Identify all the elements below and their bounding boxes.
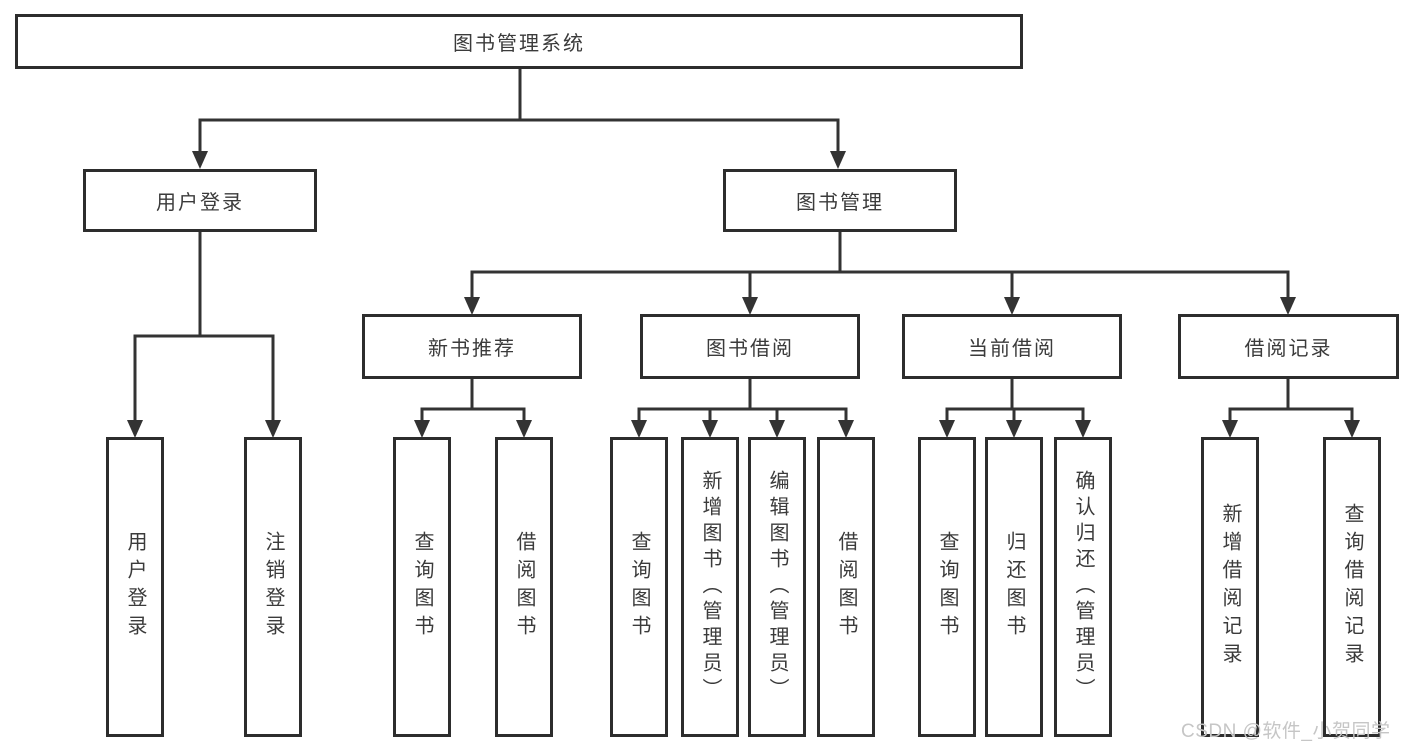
- leaf-borrow-book: 借阅图书: [817, 437, 875, 737]
- connector-new-book-recommend: [420, 379, 526, 420]
- arrowhead-down-icon: [939, 420, 955, 438]
- node-current-borrow-label: 当前借阅: [968, 338, 1056, 360]
- connector-borrow-record: [1228, 379, 1354, 420]
- connector-book-management: [470, 232, 1290, 298]
- node-borrow-record-label: 借阅记录: [1244, 338, 1333, 360]
- arrowhead-down-icon: [127, 420, 143, 438]
- leaf-logout: 注销登录: [244, 437, 302, 737]
- arrowhead-down-icon: [1344, 420, 1360, 438]
- arrowhead-down-icon: [464, 297, 480, 315]
- node-new-book-recommend-label: 新书推荐: [428, 338, 516, 360]
- node-borrow-record: 借阅记录: [1178, 314, 1399, 379]
- leaf-current-confirm-admin: 确认归还（管理员）: [1054, 437, 1112, 737]
- leaf-newbook-borrow: 借阅图书: [495, 437, 553, 737]
- arrowhead-down-icon: [830, 151, 846, 169]
- arrowhead-down-icon: [1006, 420, 1022, 438]
- watermark: CSDN @软件_小贺同学: [1181, 721, 1391, 742]
- node-user-login: 用户登录: [83, 169, 317, 232]
- node-root: 图书管理系统: [15, 14, 1023, 69]
- arrowhead-down-icon: [742, 297, 758, 315]
- arrowhead-down-icon: [702, 420, 718, 438]
- arrowhead-down-icon: [414, 420, 430, 438]
- arrowhead-down-icon: [769, 420, 785, 438]
- arrowhead-down-icon: [265, 420, 281, 438]
- leaf-current-query: 查询图书: [918, 437, 976, 737]
- node-book-management: 图书管理: [723, 169, 957, 232]
- leaf-record-add: 新增借阅记录: [1201, 437, 1259, 737]
- arrowhead-down-icon: [1004, 297, 1020, 315]
- arrowhead-down-icon: [516, 420, 532, 438]
- node-new-book-recommend: 新书推荐: [362, 314, 582, 379]
- leaf-borrow-edit-admin: 编辑图书（管理员）: [748, 437, 806, 737]
- node-book-borrow: 图书借阅: [640, 314, 860, 379]
- leaf-user-login: 用户登录: [106, 437, 164, 737]
- node-book-borrow-label: 图书借阅: [706, 338, 794, 360]
- leaf-record-query: 查询借阅记录: [1323, 437, 1381, 737]
- arrowhead-down-icon: [1280, 297, 1296, 315]
- arrowhead-down-icon: [631, 420, 647, 438]
- arrowhead-down-icon: [1075, 420, 1091, 438]
- leaf-borrow-add-admin: 新增图书（管理员）: [681, 437, 739, 737]
- node-book-management-label: 图书管理: [796, 192, 884, 214]
- connector-current-borrow: [945, 379, 1085, 420]
- leaf-current-return: 归还图书: [985, 437, 1043, 737]
- connector-book-borrow: [637, 379, 848, 420]
- arrowhead-down-icon: [192, 151, 208, 169]
- arrowhead-down-icon: [838, 420, 854, 438]
- node-current-borrow: 当前借阅: [902, 314, 1122, 379]
- node-root-label: 图书管理系统: [453, 33, 585, 55]
- connector-root: [198, 68, 840, 151]
- leaf-newbook-query: 查询图书: [393, 437, 451, 737]
- leaf-borrow-query: 查询图书: [610, 437, 668, 737]
- connector-user-login: [133, 232, 275, 420]
- node-user-login-label: 用户登录: [156, 192, 244, 214]
- arrowhead-down-icon: [1222, 420, 1238, 438]
